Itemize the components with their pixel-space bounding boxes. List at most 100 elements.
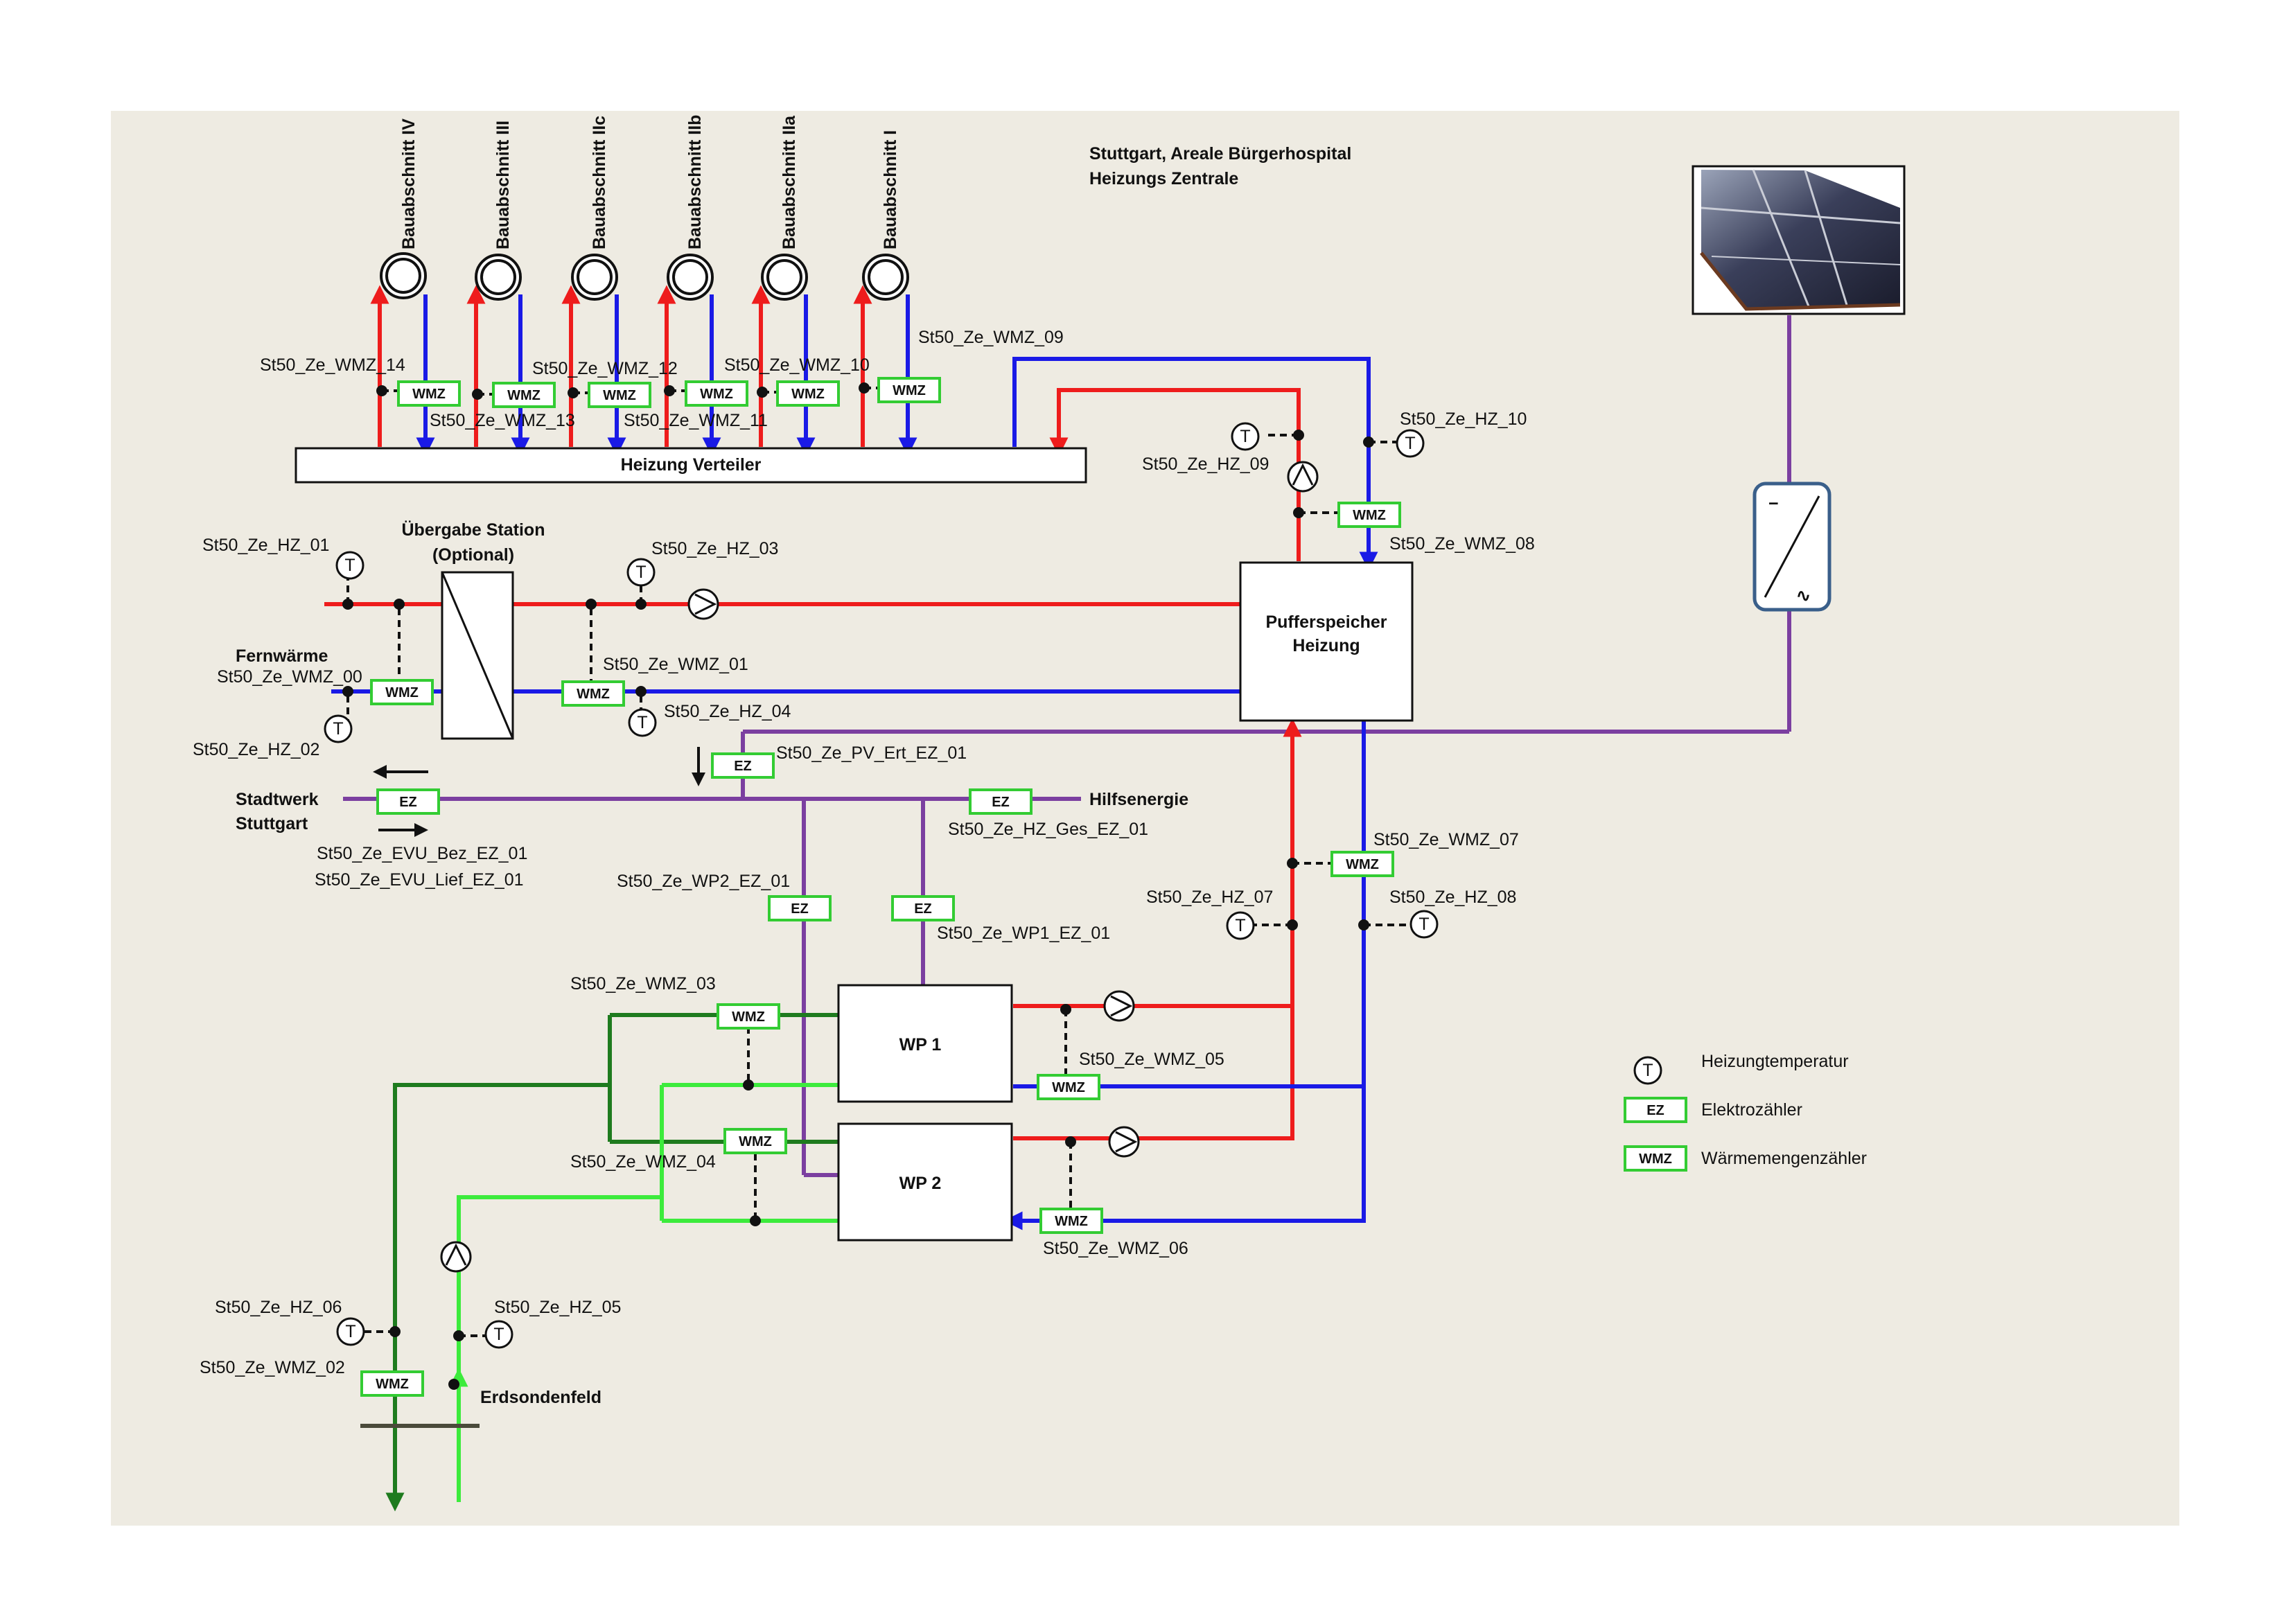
wmz-dash-lines <box>382 387 1332 865</box>
svg-text:WMZ: WMZ <box>893 383 926 398</box>
temperature-sensors: T T T T T T T T T T <box>324 422 1439 1349</box>
wmz-08: WMZ <box>1337 502 1401 528</box>
buffer-storage-label-1: Pufferspeicher <box>1265 612 1387 632</box>
ez-pv: EZ <box>711 752 775 779</box>
ez-hz-ges: EZ <box>969 788 1033 815</box>
svg-text:WMZ: WMZ <box>732 1009 765 1025</box>
temp-sensor-hz04-icon: T <box>628 708 657 737</box>
supply-pipes <box>324 285 1302 1140</box>
label-wmz08: St50_Ze_WMZ_08 <box>1389 534 1535 554</box>
svg-text:WMZ: WMZ <box>700 387 733 402</box>
wmz-09: WMZ <box>877 377 941 403</box>
inverter-icon: − ∿ <box>1752 482 1831 612</box>
district-heating-label: Fernwärme <box>236 646 328 666</box>
heat-pump-2 <box>837 1122 1013 1242</box>
wmz-05: WMZ <box>1037 1074 1100 1100</box>
pump-icon-puffer <box>1287 461 1319 493</box>
svg-text:T: T <box>1642 1061 1653 1080</box>
svg-text:T: T <box>1405 434 1415 453</box>
label-hz03: St50_Ze_HZ_03 <box>651 539 778 558</box>
svg-text:WMZ: WMZ <box>1055 1214 1088 1229</box>
label-evu-bez: St50_Ze_EVU_Bez_EZ_01 <box>317 844 527 863</box>
label-wmz14: St50_Ze_WMZ_14 <box>260 355 405 375</box>
legend-wmz-label: Wärmemengenzähler <box>1701 1149 1867 1168</box>
wmz-02: WMZ <box>360 1370 424 1397</box>
label-hz05: St50_Ze_HZ_05 <box>494 1298 621 1317</box>
heating-distributor <box>295 447 1087 484</box>
pump-icon-wp1 <box>1103 990 1135 1022</box>
svg-text:EZ: EZ <box>734 759 752 774</box>
svg-text:EZ: EZ <box>791 901 809 917</box>
svg-text:WMZ: WMZ <box>577 687 610 702</box>
utility-label-2: Stuttgart <box>236 814 308 833</box>
distributor-label: Heizung Verteiler <box>621 455 762 475</box>
legend-temp-label: Heizungtemperatur <box>1701 1052 1849 1071</box>
wmz-10: WMZ <box>776 380 840 407</box>
section-label-i: Bauabschnitt I <box>881 130 900 249</box>
svg-text:WMZ: WMZ <box>791 387 825 402</box>
transfer-station <box>441 571 514 740</box>
inverter-dc-symbol: − <box>1768 494 1779 513</box>
wmz-14: WMZ <box>397 380 461 407</box>
svg-text:WMZ: WMZ <box>507 388 541 403</box>
legend: T Heizungtemperatur EZ Elektrozähler WMZ… <box>1624 1052 1867 1172</box>
electric-lines <box>343 315 1791 1177</box>
solar-panel-icon <box>1692 165 1906 315</box>
temp-sensor-hz02-icon: T <box>324 714 353 743</box>
buffer-storage-label-2: Heizung <box>1292 636 1360 655</box>
label-hz01: St50_Ze_HZ_01 <box>202 536 329 555</box>
svg-text:T: T <box>493 1325 504 1344</box>
ez-wp1: EZ <box>891 895 955 921</box>
label-wmz09: St50_Ze_WMZ_09 <box>918 328 1064 347</box>
label-wmz02: St50_Ze_WMZ_02 <box>200 1358 345 1377</box>
wmz-03: WMZ <box>717 1003 780 1030</box>
svg-text:T: T <box>344 556 355 575</box>
section-label-iv: Bauabschnitt IV <box>399 118 419 249</box>
svg-text:WMZ: WMZ <box>603 388 636 403</box>
wmz-07: WMZ <box>1330 851 1394 877</box>
wmz-00: WMZ <box>370 679 434 705</box>
label-wmz03: St50_Ze_WMZ_03 <box>570 974 716 994</box>
temp-sensor-hz08-icon: T <box>1409 910 1439 939</box>
svg-text:WMZ: WMZ <box>412 387 446 402</box>
ez-evu: EZ <box>376 788 440 815</box>
svg-text:WMZ: WMZ <box>376 1377 409 1392</box>
label-hz10: St50_Ze_HZ_10 <box>1400 409 1527 429</box>
label-wmz00: St50_Ze_WMZ_00 <box>217 667 362 687</box>
svg-text:T: T <box>345 1322 355 1341</box>
svg-text:EZ: EZ <box>1646 1103 1664 1118</box>
ez-wp2: EZ <box>768 895 832 921</box>
label-wmz04: St50_Ze_WMZ_04 <box>570 1152 716 1172</box>
temp-sensor-hz05-icon: T <box>484 1320 513 1349</box>
svg-text:T: T <box>1418 915 1429 934</box>
label-hz-ges: St50_Ze_HZ_Ges_EZ_01 <box>948 820 1148 839</box>
label-wmz13: St50_Ze_WMZ_13 <box>430 411 575 430</box>
diagram-title: Stuttgart, Areale Bürgerhospital <box>1089 144 1351 164</box>
wmz-06: WMZ <box>1039 1208 1103 1234</box>
svg-text:WMZ: WMZ <box>1346 857 1379 872</box>
pump-icon-ground <box>440 1241 472 1273</box>
temp-sensor-hz01-icon: T <box>335 551 364 580</box>
label-hz08: St50_Ze_HZ_08 <box>1389 888 1516 907</box>
label-hz06: St50_Ze_HZ_06 <box>215 1298 342 1317</box>
label-wp1-ez: St50_Ze_WP1_EZ_01 <box>937 924 1110 943</box>
diagram-subtitle: Heizungs Zentrale <box>1089 169 1238 188</box>
label-wmz11: St50_Ze_WMZ_11 <box>624 411 768 430</box>
inverter-ac-symbol: ∿ <box>1796 586 1811 606</box>
flow-direction-arrows <box>373 747 705 837</box>
svg-text:T: T <box>1235 916 1245 935</box>
transfer-station-label: Übergabe Station <box>402 520 545 540</box>
utility-label-1: Stadtwerk <box>236 790 319 809</box>
wmz-04: WMZ <box>723 1128 787 1154</box>
label-wmz05: St50_Ze_WMZ_05 <box>1079 1050 1224 1069</box>
svg-text:T: T <box>1240 427 1250 446</box>
label-wmz01: St50_Ze_WMZ_01 <box>603 655 748 674</box>
section-label-iia: Bauabschnitt IIa <box>780 115 799 249</box>
heat-pump-1 <box>837 984 1013 1103</box>
legend-ez-icon: EZ <box>1624 1097 1687 1123</box>
legend-ez-label: Elektrozähler <box>1701 1100 1802 1120</box>
svg-text:WMZ: WMZ <box>385 685 419 700</box>
label-hz07: St50_Ze_HZ_07 <box>1146 888 1273 907</box>
temp-sensor-hz10-icon: T <box>1396 429 1425 458</box>
